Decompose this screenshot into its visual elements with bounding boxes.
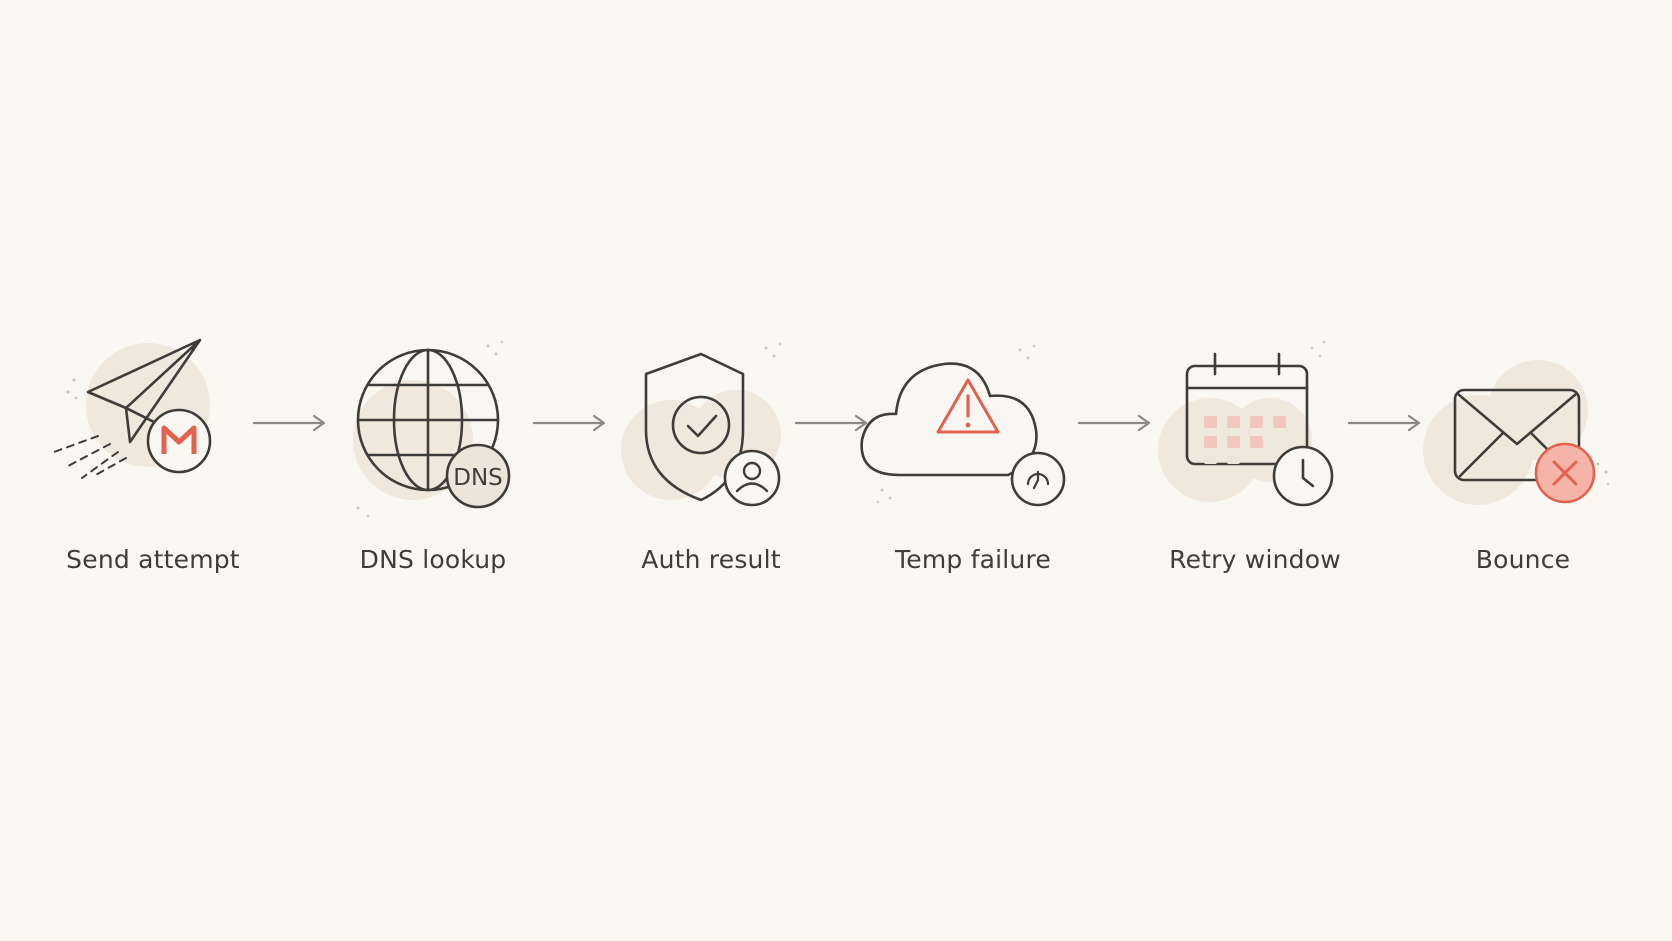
user-icon xyxy=(742,461,762,481)
step-label: Auth result xyxy=(641,545,781,574)
clock-badge xyxy=(1272,445,1334,507)
arrow-right-icon xyxy=(532,414,606,432)
timer-icon xyxy=(1026,470,1050,490)
x-badge xyxy=(1534,442,1596,504)
arrow-right-icon xyxy=(794,414,868,432)
step-send-attempt: Send attempt xyxy=(38,338,268,590)
arrow-right-icon xyxy=(252,414,326,432)
step-dns-lookup: DNS DNS lookup xyxy=(318,340,548,590)
gmail-badge xyxy=(146,408,212,474)
arrow-right-icon xyxy=(1347,414,1421,432)
step-retry-window: Retry window xyxy=(1140,340,1370,590)
step-label: Retry window xyxy=(1169,545,1341,574)
step-label: Bounce xyxy=(1475,545,1571,574)
paper-plane-icon xyxy=(53,338,212,479)
shield-check-icon xyxy=(621,342,782,507)
envelope-icon xyxy=(1423,360,1610,505)
step-label: Temp failure xyxy=(895,545,1051,574)
globe-icon: DNS xyxy=(353,340,511,518)
cloud-warning-icon xyxy=(860,344,1066,507)
user-badge xyxy=(723,449,781,507)
step-label: Send attempt xyxy=(66,545,240,574)
arrow-right-icon xyxy=(1077,414,1151,432)
step-temp-failure: Temp failure xyxy=(858,340,1088,590)
dns-badge: DNS xyxy=(445,443,511,509)
step-label: DNS lookup xyxy=(359,545,507,574)
calendar-icon xyxy=(1158,340,1334,507)
step-bounce: Bounce xyxy=(1408,340,1638,590)
step-auth-result: Auth result xyxy=(596,340,826,590)
x-icon xyxy=(1552,460,1578,486)
dns-badge-text: DNS xyxy=(453,465,503,491)
gmail-icon xyxy=(161,425,197,454)
timer-badge xyxy=(1010,451,1066,507)
clock-icon xyxy=(1301,458,1315,488)
